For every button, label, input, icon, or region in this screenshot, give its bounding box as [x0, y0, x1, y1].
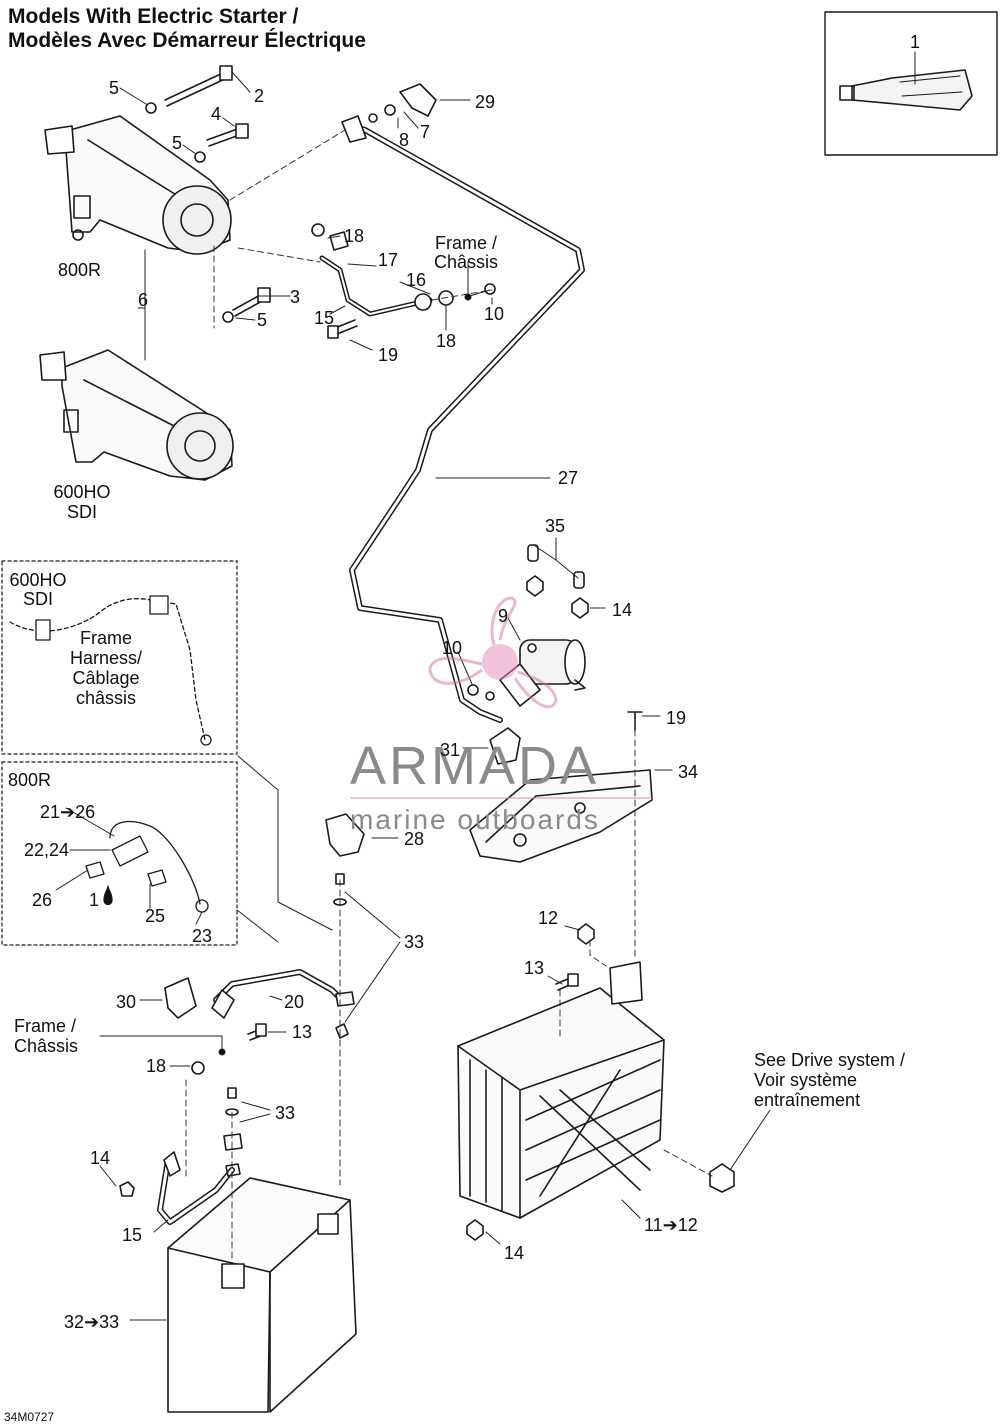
harness-label-2: Harness/	[69, 648, 143, 668]
frame-label-top-2: Châssis	[433, 252, 499, 272]
callout-14c: 14	[504, 1243, 525, 1263]
callout-10a: 10	[484, 304, 505, 324]
callout-5b: 5	[172, 133, 183, 153]
battery-32	[167, 1177, 357, 1413]
callout-18b: 18	[436, 331, 457, 351]
callout-20: 20	[284, 992, 305, 1012]
callout-34: 34	[678, 762, 699, 782]
cap-30	[164, 977, 197, 1019]
starter-motor-800r	[44, 115, 232, 255]
dashed-guide-lines	[185, 129, 713, 1261]
inset-600ho-box	[1, 560, 238, 755]
callout-15b: 15	[122, 1225, 143, 1245]
inset-800r-box	[1, 761, 238, 946]
callout-4: 4	[211, 104, 222, 124]
callout-27: 27	[558, 468, 579, 488]
callout-9: 9	[498, 606, 509, 626]
watermark-tagline: marine outboards	[350, 804, 600, 835]
callout-31: 31	[440, 740, 461, 760]
callout-18a: 18	[344, 226, 365, 246]
callout-33a: 33	[404, 932, 425, 952]
callout-11: 11➔12	[644, 1215, 698, 1235]
part-1-box	[824, 11, 998, 156]
harness-label-3: Câblage	[72, 668, 140, 688]
callout-22: 22,24	[24, 840, 70, 860]
callout-14b: 14	[90, 1148, 111, 1168]
harness-label-1: Frame	[79, 628, 132, 648]
callout-17: 17	[378, 250, 399, 270]
sealant-tube-icon	[839, 69, 973, 111]
callout-8: 8	[399, 130, 410, 150]
callout-13a: 13	[524, 958, 545, 978]
page-title-english: Models With Electric Starter /	[8, 5, 299, 28]
frame-label-top-1: Frame /	[434, 233, 497, 253]
callout-32: 32➔33	[64, 1312, 120, 1332]
drive-note-1: See Drive system /	[754, 1050, 906, 1070]
callout-10b: 10	[442, 638, 463, 658]
starter-motor-600ho	[39, 349, 234, 481]
cable-27	[345, 122, 585, 723]
boot-31	[489, 727, 521, 765]
callout-30: 30	[116, 992, 137, 1012]
callout-25: 25	[145, 906, 166, 926]
model-label-sdi: SDI	[66, 502, 97, 522]
battery-holder-11	[457, 961, 665, 1219]
callout-2: 2	[254, 86, 265, 106]
callout-18c: 18	[146, 1056, 167, 1076]
drive-note-3: entraînement	[754, 1090, 861, 1110]
callout-26: 26	[32, 890, 53, 910]
callout-15a: 15	[314, 308, 335, 328]
callout-5a: 5	[109, 78, 120, 98]
callout-21: 21➔26	[40, 802, 96, 822]
inset-600-model: 600HO	[9, 570, 67, 590]
callout-1-sealant: 1	[89, 890, 100, 910]
callout-19a: 19	[378, 345, 399, 365]
bolt-2	[164, 71, 228, 107]
inset-600-sdi: SDI	[22, 589, 53, 609]
model-label-800r: 800R	[58, 260, 102, 280]
callout-5c: 5	[257, 310, 268, 330]
callout-3: 3	[290, 287, 301, 307]
callout-33b: 33	[275, 1103, 296, 1123]
callout-12: 12	[538, 908, 559, 928]
callout-19b: 19	[666, 708, 687, 728]
callout-13b: 13	[292, 1022, 313, 1042]
bracket-34	[469, 769, 653, 863]
frame-label-bottom-1: Frame /	[14, 1016, 77, 1036]
callout-29: 29	[475, 92, 496, 112]
callout-14a: 14	[612, 600, 633, 620]
drive-note-2: Voir système	[754, 1070, 858, 1090]
model-label-600ho: 600HO	[53, 482, 111, 502]
frame-harness-600	[9, 595, 212, 746]
callout-16: 16	[406, 270, 427, 290]
callout-35: 35	[545, 516, 566, 536]
frame-harness-800	[85, 820, 209, 913]
boot-29	[399, 83, 437, 117]
leader-lines	[55, 51, 916, 1321]
frame-label-bottom-2: Châssis	[14, 1036, 79, 1056]
inset-800-model: 800R	[8, 770, 52, 790]
callout-6: 6	[138, 290, 149, 310]
harness-label-4: châssis	[75, 688, 137, 708]
callout-28: 28	[404, 829, 425, 849]
callout-23: 23	[192, 926, 213, 946]
cap-28	[325, 813, 365, 857]
solenoid-9	[467, 639, 586, 707]
diagram-code: 34M0727	[4, 1410, 55, 1424]
watermark-logo-icon	[428, 596, 558, 709]
page-title-french: Modèles Avec Démarreur Électrique	[8, 29, 366, 52]
watermark-brand: ARMADA	[350, 736, 600, 796]
callout-7: 7	[420, 122, 431, 142]
callout-1: 1	[910, 32, 921, 52]
